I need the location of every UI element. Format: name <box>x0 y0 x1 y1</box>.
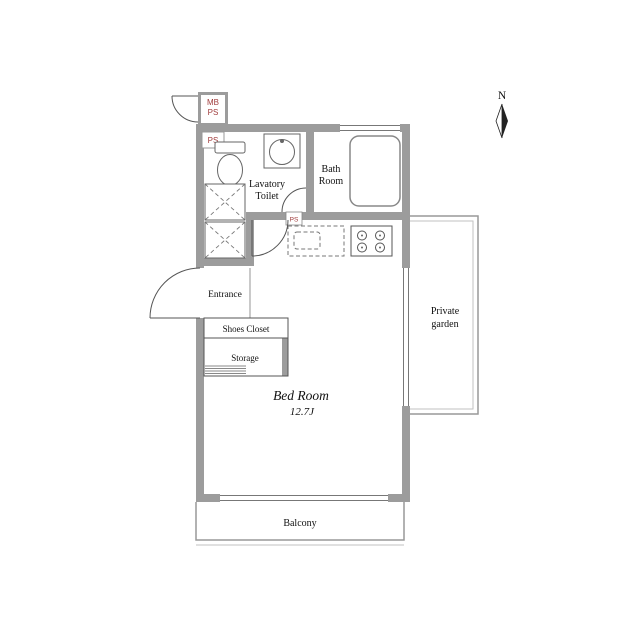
stove-burner-dot <box>361 246 363 249</box>
sink-basin <box>269 139 295 165</box>
garden-border-inner <box>410 220 474 410</box>
lavatory-label-line1: Lavatory <box>249 179 285 190</box>
toilet-bowl <box>217 154 243 186</box>
shoes-closet-label: Shoes Closet <box>223 324 270 334</box>
wall-left-lower <box>196 318 204 502</box>
doors <box>149 95 307 319</box>
washer-pan-1 <box>204 183 246 221</box>
bedroom-label: Bed Room <box>273 388 329 403</box>
stove-burner-dot <box>361 234 363 237</box>
ps-shaft-label: PS <box>208 136 219 145</box>
washer-pan-cross <box>204 221 246 259</box>
wall-lavatory-bath-divider <box>306 132 314 212</box>
bath-label-line1: Bath <box>322 164 341 175</box>
garden-label-line2: garden <box>431 319 458 330</box>
meter-box-outline <box>198 92 228 126</box>
bath-label-line2: Room <box>319 176 344 187</box>
north-label: N <box>498 90 507 102</box>
ps-meter-label: PS <box>208 108 219 117</box>
windows <box>220 124 410 502</box>
stove-outline <box>350 225 393 257</box>
wall-mid-horizontal <box>246 212 410 220</box>
wall-left-upper <box>196 132 204 268</box>
entrance-label: Entrance <box>208 290 242 300</box>
compass: N <box>495 90 508 139</box>
washer-pan-cross <box>204 183 246 221</box>
bathtub-fixture <box>349 135 401 207</box>
private-garden-outline <box>410 215 479 415</box>
balcony-label: Balcony <box>283 518 316 529</box>
washer-pan-cross <box>204 183 246 221</box>
storage-box <box>203 337 289 377</box>
mb-label: MB <box>207 98 219 107</box>
storage-louver <box>205 365 246 374</box>
garden-label-line1: Private <box>431 306 460 317</box>
stove-burner-dot <box>379 246 381 249</box>
balcony-outline <box>195 502 405 546</box>
window-balcony <box>220 494 388 502</box>
washer-pan-cross <box>204 221 246 259</box>
window-garden <box>402 268 410 406</box>
window-bath-top <box>340 124 400 132</box>
door-arc-entrance <box>149 267 201 319</box>
toilet-fixture <box>214 141 246 186</box>
kitchen-counter <box>287 225 345 257</box>
door-arc-lavatory <box>251 219 289 257</box>
wall-top <box>196 124 410 132</box>
sink-faucet <box>280 139 284 143</box>
wall-lavatory-bottom <box>196 258 254 266</box>
door-arc-bath <box>281 187 307 213</box>
door-arc-meter-box <box>171 95 199 123</box>
storage-label: Storage <box>231 353 259 363</box>
wall-hall-divider <box>246 220 254 258</box>
balcony-border <box>195 502 405 541</box>
bedroom-size-label: 12.7J <box>290 406 315 418</box>
ps-kitchen-box <box>285 211 303 226</box>
wall-storage-right <box>282 338 288 376</box>
compass-needle-light <box>495 103 503 139</box>
toilet-tank <box>214 141 246 154</box>
meter-box: MB PS <box>198 92 228 126</box>
sink-fixture <box>263 133 301 169</box>
pipe-shaft-kitchen: PS <box>285 211 303 226</box>
stove-burner <box>357 230 367 241</box>
stove-burner <box>357 242 367 253</box>
stove-burner <box>375 242 385 253</box>
washer-pan-2 <box>204 221 246 259</box>
garden-border <box>410 215 479 415</box>
ps-kitchen-label: PS <box>290 217 299 224</box>
stove-burner-dot <box>379 234 381 237</box>
compass-needle-dark <box>502 104 508 138</box>
stove-burner <box>375 230 385 241</box>
counter-outline <box>287 225 345 257</box>
kitchen-sink <box>293 231 321 250</box>
room-labels: Lavatory Toilet Bath Room Entrance Shoes… <box>208 164 460 529</box>
stove-fixture <box>350 225 393 257</box>
lavatory-label-line2: Toilet <box>255 191 278 202</box>
